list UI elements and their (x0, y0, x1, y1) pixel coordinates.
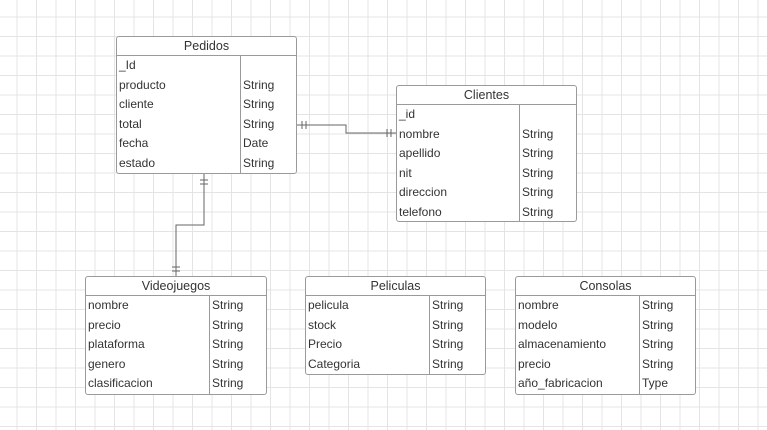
field-type: String (212, 317, 244, 332)
field-name: telefono (399, 204, 442, 219)
field-row[interactable]: producto String (117, 76, 296, 96)
field-name: modelo (518, 317, 558, 332)
field-type: String (432, 317, 464, 332)
field-type: String (522, 185, 554, 199)
field-name: _Id (119, 58, 136, 72)
entity-title: Videojuegos (86, 277, 266, 296)
field-type: String (432, 356, 464, 371)
field-row[interactable]: direccion String (397, 183, 576, 203)
entity-title: Pedidos (117, 37, 296, 56)
field-type: String (432, 298, 464, 312)
field-type: String (642, 317, 674, 332)
field-name: genero (88, 356, 126, 371)
field-name: fecha (119, 136, 149, 150)
field-row[interactable]: total String (117, 115, 296, 135)
field-row[interactable]: Precio String (306, 335, 485, 355)
column-divider (209, 296, 210, 394)
field-name: nombre (518, 298, 559, 312)
field-name: Precio (308, 337, 343, 351)
field-row[interactable]: nombre String (397, 125, 576, 145)
field-row[interactable]: pelicula String (306, 296, 485, 316)
field-name: nombre (399, 126, 440, 141)
field-type: String (212, 298, 244, 312)
field-row[interactable]: plataforma String (86, 335, 266, 355)
field-name: pelicula (308, 298, 349, 312)
field-row[interactable]: modelo String (516, 316, 695, 336)
field-row[interactable]: precio String (516, 355, 695, 375)
field-name: stock (308, 317, 337, 332)
field-name: precio (88, 317, 121, 332)
field-name: clasificacion (88, 376, 153, 390)
field-row[interactable]: apellido String (397, 144, 576, 164)
field-name: apellido (399, 146, 441, 160)
field-type: String (522, 165, 554, 180)
field-type: String (243, 155, 275, 170)
field-row[interactable]: nombre String (86, 296, 266, 316)
field-row[interactable]: cliente String (117, 95, 296, 115)
field-row[interactable]: telefono String (397, 203, 576, 222)
field-type: String (522, 204, 554, 219)
field-name: nombre (88, 298, 129, 312)
field-name: _id (399, 107, 416, 121)
field-row[interactable]: _id (397, 105, 576, 125)
field-type: Type (642, 376, 669, 390)
field-name: producto (119, 77, 166, 92)
field-name: año_fabricacion (518, 376, 603, 390)
entity-title: Clientes (397, 86, 576, 105)
column-divider (240, 56, 241, 173)
field-row[interactable]: genero String (86, 355, 266, 375)
field-row[interactable]: stock String (306, 316, 485, 336)
field-row[interactable]: estado String (117, 154, 296, 174)
field-type: String (642, 298, 674, 312)
entity-title: Peliculas (306, 277, 485, 296)
field-type: String (642, 356, 674, 371)
column-divider (429, 296, 430, 374)
field-name: cliente (119, 97, 154, 111)
field-row[interactable]: nombre String (516, 296, 695, 316)
field-name: plataforma (88, 337, 145, 351)
field-name: estado (119, 155, 156, 170)
field-row[interactable]: precio String (86, 316, 266, 336)
field-name: direccion (399, 185, 448, 199)
field-row[interactable]: nit String (397, 164, 576, 184)
field-type: Date (243, 136, 269, 150)
field-name: precio (518, 356, 551, 371)
field-type: String (522, 126, 554, 141)
field-type: String (212, 376, 244, 390)
field-row[interactable]: almacenamiento String (516, 335, 695, 355)
field-row[interactable]: clasificacion String (86, 374, 266, 394)
field-type: String (243, 97, 275, 111)
field-name: Categoria (308, 356, 361, 371)
column-divider (639, 296, 640, 394)
connector-pedidos-videojuegos[interactable] (175, 174, 205, 277)
field-row[interactable]: fecha Date (117, 134, 296, 154)
field-type: String (212, 356, 244, 371)
field-type: String (432, 337, 464, 351)
column-divider (519, 105, 520, 221)
field-name: nit (399, 165, 412, 180)
field-type: String (243, 77, 275, 92)
field-row[interactable]: _Id (117, 56, 296, 76)
field-type: String (642, 337, 674, 351)
field-name: almacenamiento (518, 337, 607, 351)
entity-title: Consolas (516, 277, 695, 296)
field-row[interactable]: Categoria String (306, 355, 485, 375)
field-name: total (119, 116, 142, 131)
field-type: String (243, 116, 275, 131)
connector-pedidos-clientes[interactable] (296, 124, 397, 134)
field-type: String (212, 337, 244, 351)
field-type: String (522, 146, 554, 160)
field-row[interactable]: año_fabricacion Type (516, 374, 695, 394)
